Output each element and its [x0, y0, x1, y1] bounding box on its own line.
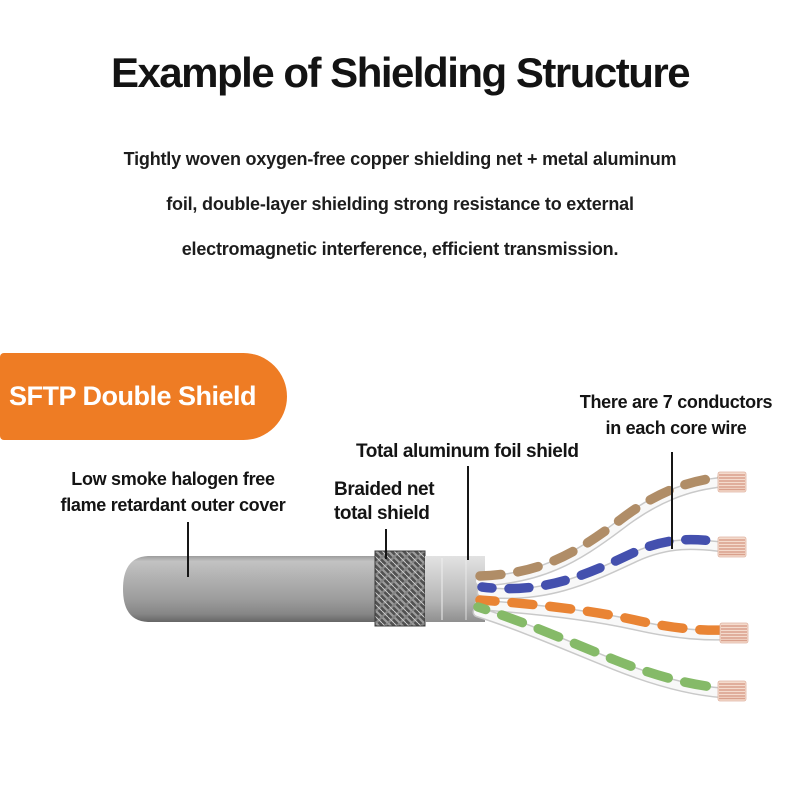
pointer-line-conductors [671, 452, 673, 549]
callout-conductors-line2: in each core wire [605, 418, 747, 438]
copper-conductors-green [717, 680, 747, 702]
callout-braid-line1: Braided net [334, 479, 435, 500]
cable-illustration [123, 471, 749, 702]
callout-braided-shield: Braided net total shield [334, 478, 435, 526]
copper-conductors-orange [719, 622, 749, 644]
callout-conductors: There are 7 conductors in each core wire [552, 389, 800, 441]
callout-conductors-line1: There are 7 conductors [579, 392, 773, 412]
twisted-pair-blue [476, 534, 730, 600]
sftp-double-shield-banner: SFTP Double Shield [0, 353, 287, 440]
callout-jacket-line2: flame retardant outer cover [60, 495, 286, 515]
description-line: foil, double-layer shielding strong resi… [166, 194, 634, 214]
page-title: Example of Shielding Structure [110, 49, 691, 96]
twisted-pair-brown [474, 472, 730, 587]
callout-outer-cover: Low smoke halogen free flame retardant o… [42, 466, 304, 518]
cable-outer-jacket [123, 556, 381, 622]
pointer-line-braided-shield [385, 529, 387, 559]
pointer-line-foil-shield [467, 466, 469, 560]
pointer-line-outer-cover [187, 522, 189, 577]
copper-conductors-blue [717, 536, 747, 558]
callout-braid-line2: total shield [334, 503, 430, 524]
twisted-pair-green [472, 602, 730, 699]
twisted-pair-orange [474, 595, 732, 641]
description-line: Tightly woven oxygen-free copper shieldi… [123, 149, 677, 169]
cable-braided-shield [374, 550, 426, 627]
description-paragraph: Tightly woven oxygen-free copper shieldi… [80, 137, 720, 272]
banner-label: SFTP Double Shield [8, 381, 257, 411]
callout-foil-shield: Total aluminum foil shield [356, 441, 579, 462]
description-line: electromagnetic interference, efficient … [181, 239, 619, 259]
copper-conductors-brown [717, 471, 747, 493]
callout-jacket-line1: Low smoke halogen free [71, 469, 275, 489]
